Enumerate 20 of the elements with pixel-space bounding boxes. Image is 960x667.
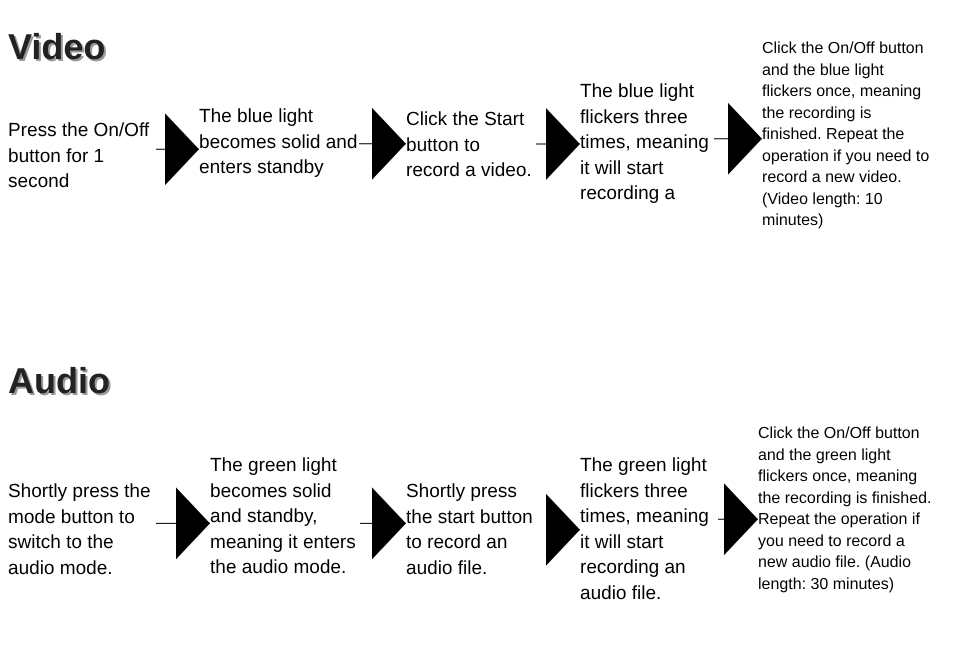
arrow [358, 108, 406, 180]
step-text: The green light flickers three times, meaning it will start recording an audio file. [580, 453, 718, 606]
step-text: Click the On/Off button and the green light flickers once, meaning the recording is finished. Repeat the operation if you need to record a new audio file. (Audio length: 30 minutes) [758, 423, 934, 595]
arrow [156, 113, 200, 186]
step-text: Click the Start button to record a video. [406, 107, 536, 184]
arrow [546, 494, 580, 566]
arrow [360, 487, 406, 560]
step-text: The green light becomes solid and standby, meaning it enters the audio mode. [210, 453, 360, 580]
arrow [156, 487, 210, 560]
step-text: The blue light flickers three times, meaning it will start recording a [580, 79, 714, 206]
step-text: The blue light becomes solid and enters standby [199, 104, 359, 180]
step-text: Shortly press the mode button to switch to the audio mode. [8, 479, 156, 581]
section-heading: Video [8, 26, 106, 68]
step-text: Shortly press the start button to record an audio file. [406, 479, 546, 581]
step-text: Click the On/Off button and the blue light flickers once, meaning the recording is finished. Repeat the operation if you need to record a new video. (Video length: 10 minutes) [762, 38, 930, 232]
step-text: Press the On/Off button for 1 second [8, 118, 156, 194]
arrow [714, 102, 762, 175]
section-heading: Audio [8, 360, 110, 402]
arrow [718, 483, 758, 556]
arrow [536, 108, 580, 180]
